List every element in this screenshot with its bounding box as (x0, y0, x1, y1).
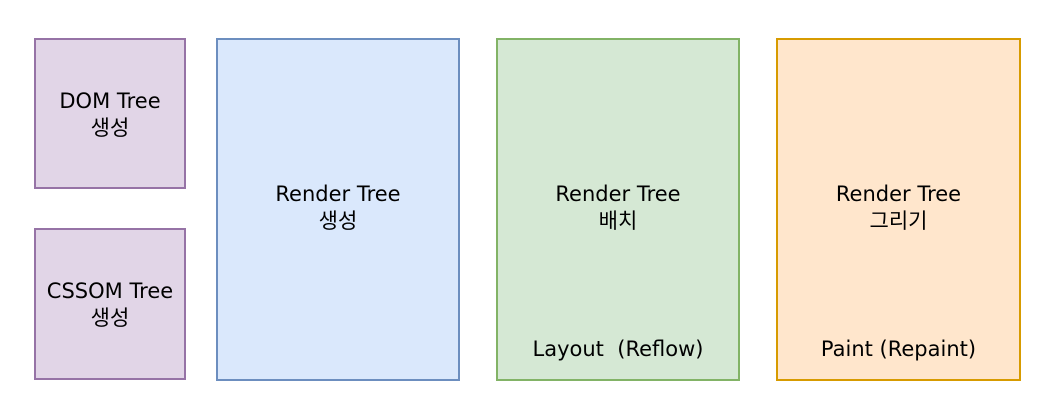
dom-tree-subtitle: 생성 (90, 116, 130, 140)
cssom-tree-label: CSSOM Tree 생성 (36, 278, 184, 332)
render-tree-create-box: Render Tree 생성 (216, 38, 460, 381)
render-tree-paint-box: Render Tree 그리기 Paint (Repaint) (776, 38, 1021, 381)
render-tree-layout-title: Render Tree (555, 182, 681, 206)
render-tree-create-title: Render Tree (275, 182, 401, 206)
render-tree-layout-label: Render Tree 배치 (498, 181, 738, 235)
cssom-tree-subtitle: 생성 (90, 306, 130, 330)
dom-tree-title: DOM Tree (59, 89, 161, 113)
render-tree-paint-title: Render Tree (835, 182, 962, 206)
cssom-tree-title: CSSOM Tree (46, 279, 174, 303)
paint-repaint-label: Paint (Repaint) (820, 337, 977, 361)
render-tree-layout-box: Render Tree 배치 Layout (Reflow) (496, 38, 740, 381)
cssom-tree-box: CSSOM Tree 생성 (34, 228, 186, 380)
layout-reflow-label: Layout (Reflow) (532, 337, 704, 361)
render-tree-paint-subtitle: 그리기 (869, 209, 928, 233)
render-tree-paint-label: Render Tree 그리기 (778, 181, 1019, 235)
render-tree-create-label: Render Tree 생성 (218, 181, 458, 235)
render-tree-layout-subtitle: 배치 (598, 209, 638, 233)
dom-tree-label: DOM Tree 생성 (36, 88, 184, 142)
render-tree-create-subtitle: 생성 (318, 209, 358, 233)
dom-tree-box: DOM Tree 생성 (34, 38, 186, 189)
